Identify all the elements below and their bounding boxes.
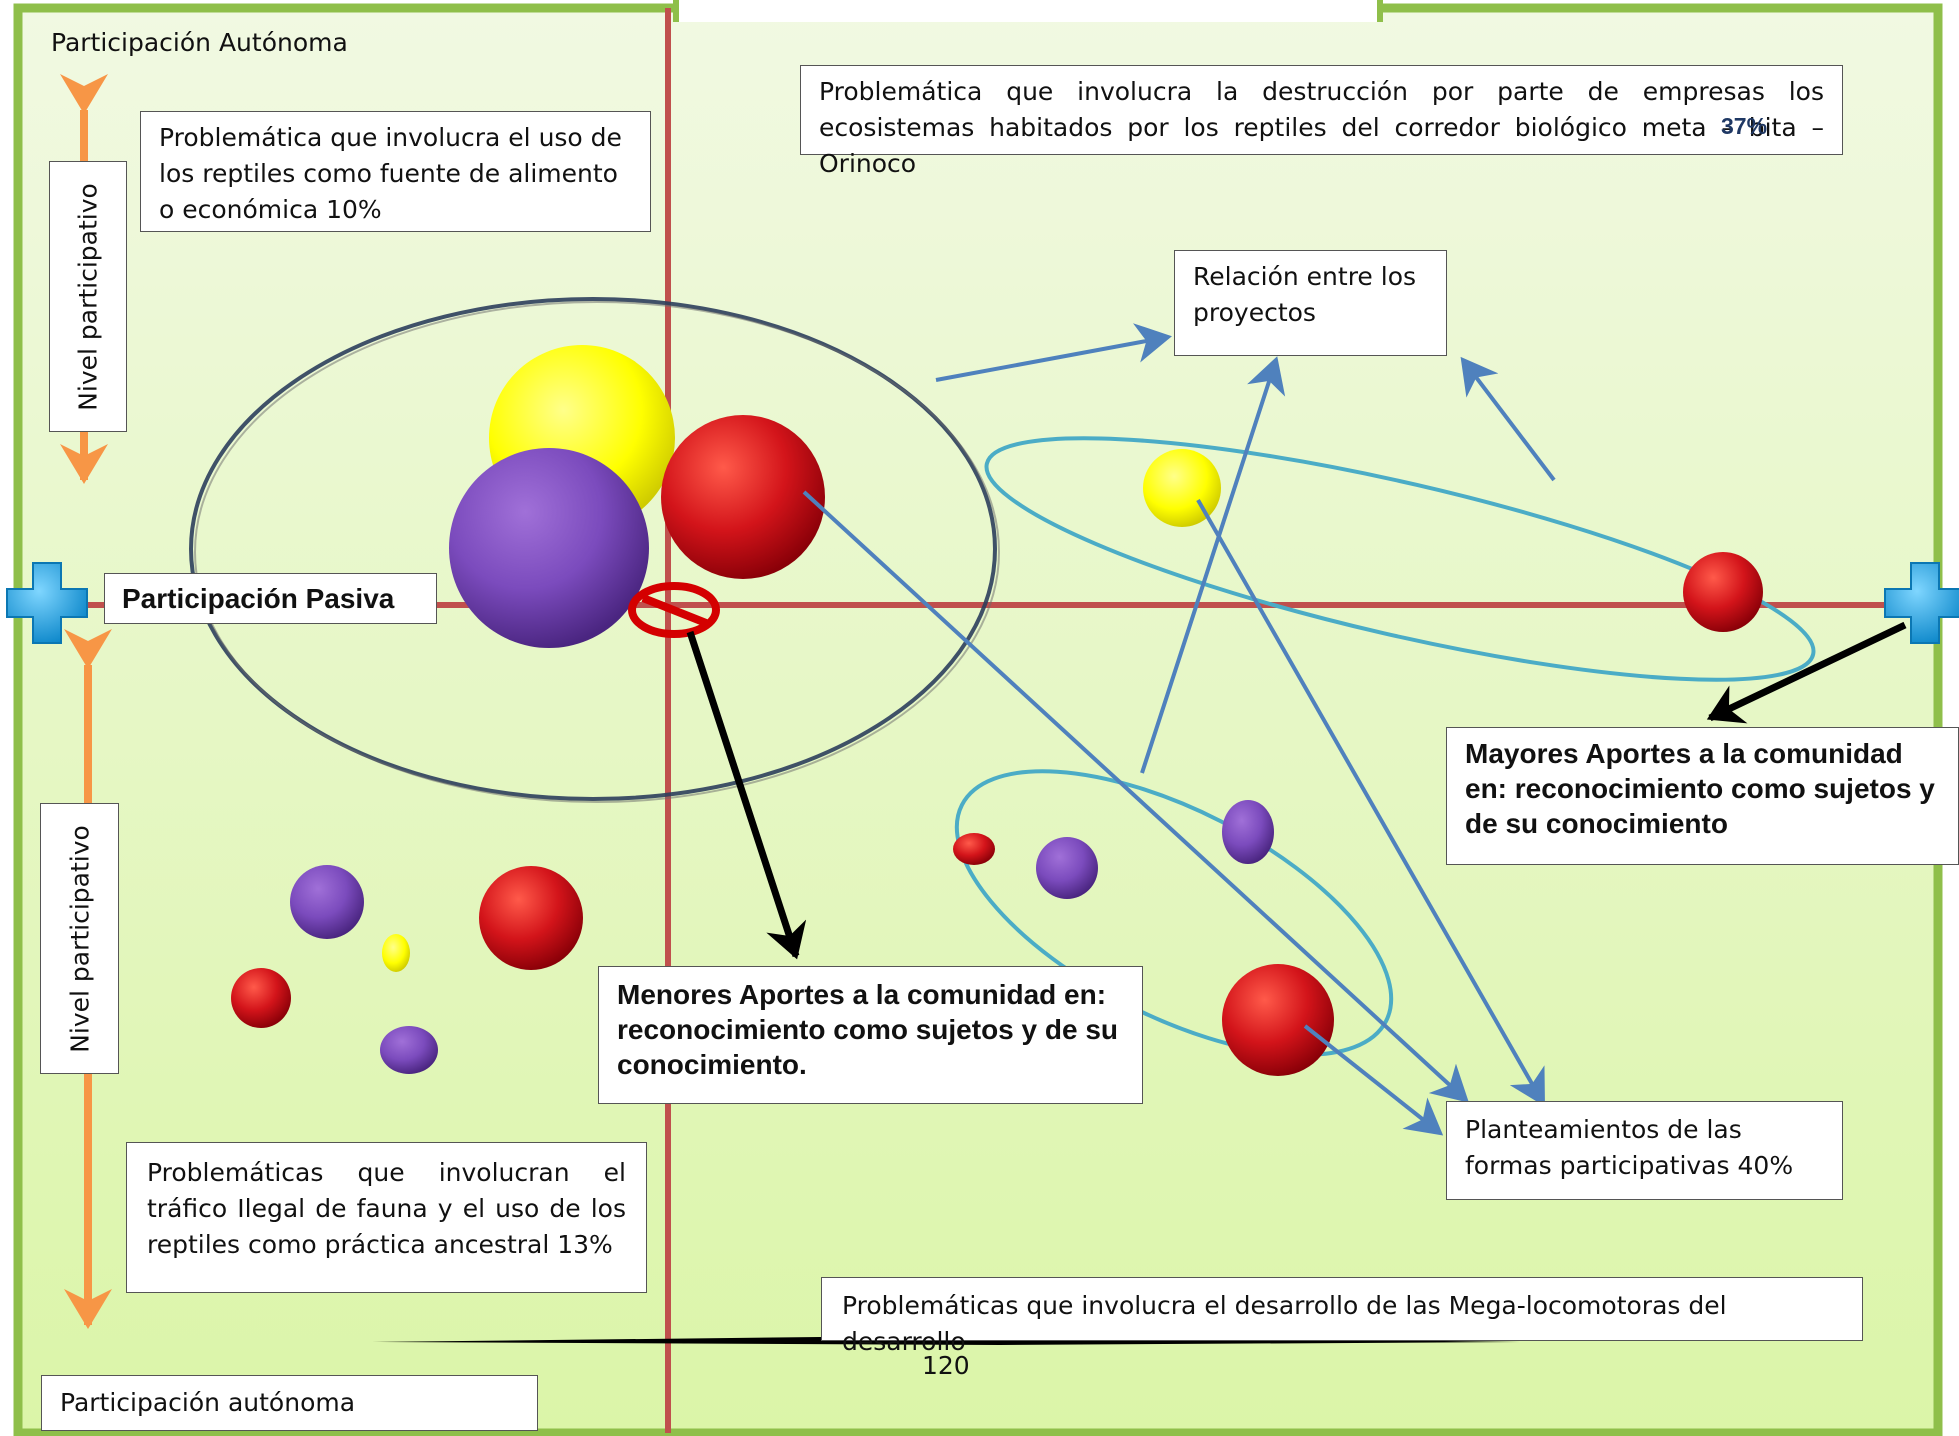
- red-bubble-right: [1683, 552, 1763, 632]
- box-alimento: Problemática que involucra el uso de los…: [140, 111, 651, 232]
- arrow-ellipse-to-relacion: [935, 323, 1172, 382]
- red-bubble-lowerleft-2: [231, 968, 291, 1028]
- red-bubble-lowerleft-1: [479, 866, 583, 970]
- arrow-to-menores: [686, 630, 807, 960]
- arrow-to-mayores: [1706, 621, 1907, 724]
- passive-ellipse: [189, 297, 997, 801]
- label-participacion-autonoma-top: Participación Autónoma: [51, 28, 348, 57]
- purple-bubble-lowerleft-1: [290, 865, 364, 939]
- nivel-top-text: Nivel participativo: [73, 182, 103, 411]
- box-menores-aportes: Menores Aportes a la comunidad en: recon…: [598, 966, 1143, 1104]
- purple-bubble-right: [1222, 800, 1274, 864]
- purple-bubble-lowerleft-2: [380, 1026, 438, 1074]
- plus-icon-left: [6, 562, 88, 644]
- no-symbol-icon: [628, 582, 720, 638]
- red-bubble-tiny: [953, 833, 995, 865]
- page-number: 120: [922, 1351, 970, 1380]
- red-bubble-large: [661, 415, 825, 579]
- title-gap: [676, 0, 1380, 22]
- label-nivel-participativo-bottom: Nivel participativo: [40, 803, 119, 1074]
- red-bubble-lower-right: [1222, 964, 1334, 1076]
- purple-bubble-large: [449, 448, 649, 648]
- plus-icon-right: [1884, 562, 1959, 644]
- arrow-to-relacion-3: [1460, 356, 1556, 482]
- box-relacion: Relación entre los proyectos: [1174, 250, 1447, 356]
- box-mayores-aportes: Mayores Aportes a la comunidad en: recon…: [1446, 727, 1959, 865]
- nivel-bottom-text: Nivel participativo: [65, 824, 94, 1053]
- box-mega-locomotoras: Problemáticas que involucra el desarroll…: [821, 1277, 1863, 1356]
- label-nivel-participativo-top: Nivel participativo: [49, 161, 127, 432]
- empresas-text: Problemática que involucra la destrucció…: [819, 77, 1824, 178]
- box-empresas: Problemática que involucra la destrucció…: [800, 65, 1843, 178]
- yellow-bubble-small: [1143, 449, 1221, 527]
- empresas-percent: 37%: [1721, 113, 1768, 139]
- arrow-yellow-to-planteamientos: [1196, 499, 1545, 1107]
- box-trafico: Problemáticas que involucran el tráfico …: [126, 1142, 647, 1293]
- purple-bubble-mid: [1036, 837, 1098, 899]
- box-participacion-autonoma-bottom: Participación autónoma: [41, 1375, 538, 1431]
- yellow-bubble-lowerleft: [382, 934, 410, 972]
- arrow-lower-red-to-planteamientos: [1303, 1024, 1444, 1136]
- upper-right-ellipse: [984, 436, 1816, 682]
- arrow-to-relacion-2: [1140, 356, 1286, 774]
- arrow-red-to-planteamientos: [802, 490, 1469, 1103]
- box-participacion-pasiva: Participación Pasiva: [104, 573, 437, 624]
- box-planteamientos: Planteamientos de las formas participati…: [1446, 1101, 1843, 1200]
